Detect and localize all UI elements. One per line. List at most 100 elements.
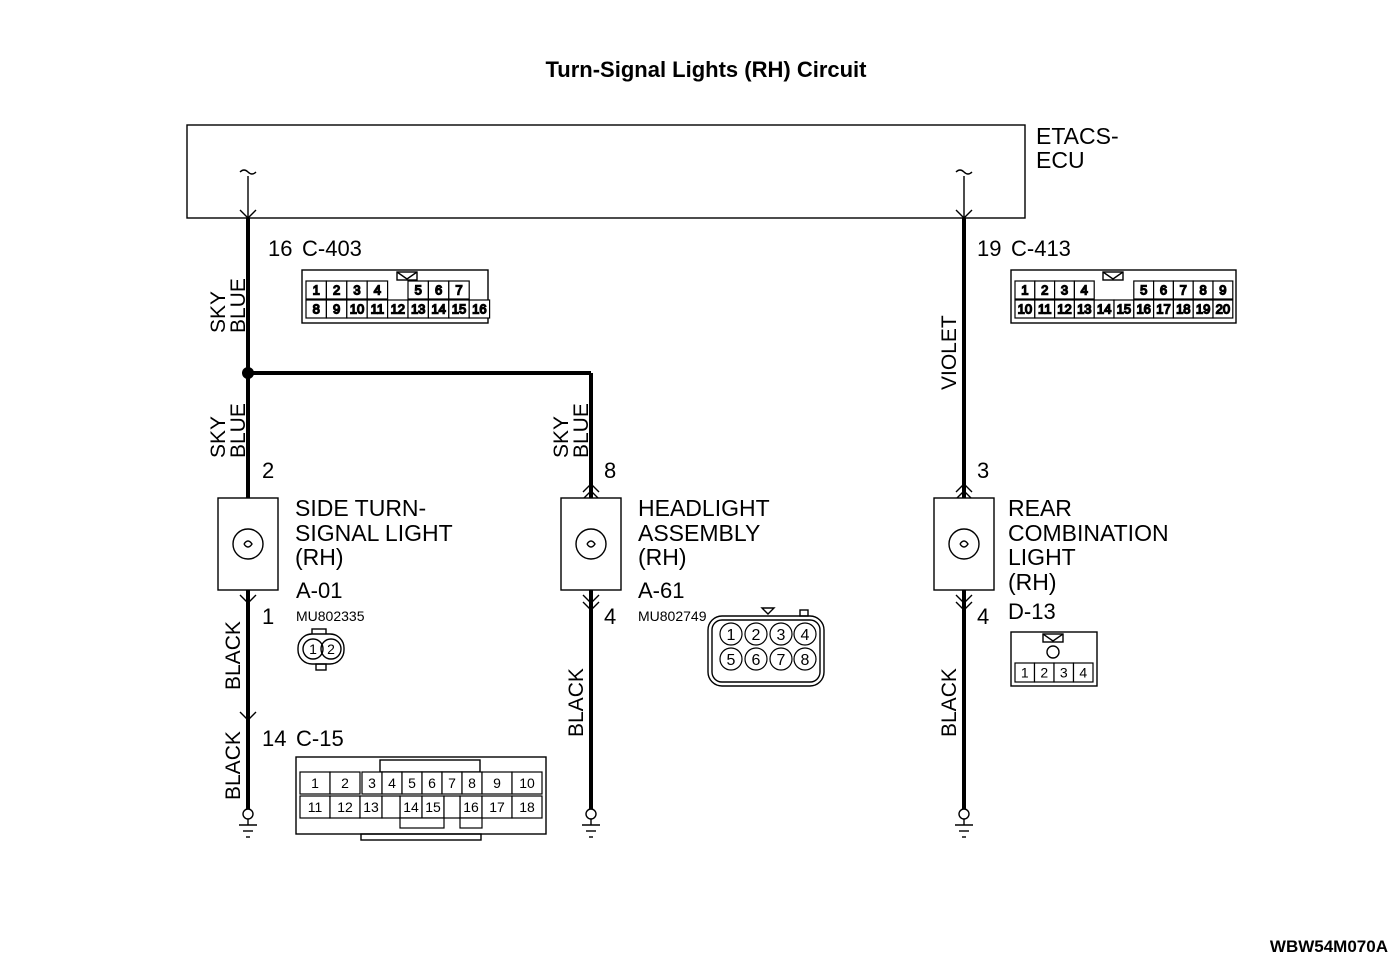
c413-pin-number: 19	[977, 236, 1001, 261]
wire-color-black-1: BLACK	[222, 621, 245, 690]
rear-label-line2: COMBINATION	[1008, 520, 1169, 546]
a61-part-number: MU802749	[638, 608, 707, 624]
c15-pin-18: 18	[519, 799, 535, 815]
c413-pin-19: 19	[1196, 302, 1210, 317]
rear-pin-top: 3	[977, 458, 989, 483]
a61-pin-6: 6	[752, 652, 761, 669]
c403-pin-15: 15	[452, 302, 466, 317]
c15-pin-6: 6	[428, 775, 436, 791]
c413-pin-4: 4	[1081, 283, 1088, 298]
side-label-line1: SIDE TURN-	[295, 495, 426, 521]
c15-pin-3: 3	[368, 775, 376, 791]
c413-pin-5: 5	[1140, 283, 1147, 298]
c413-pin-3: 3	[1061, 283, 1068, 298]
a61-pin-8: 8	[801, 652, 810, 669]
side-pin-bottom: 1	[262, 604, 274, 629]
a01-part-number: MU802335	[296, 608, 365, 624]
a61-pin-1: 1	[727, 627, 736, 644]
head-label-line1: HEADLIGHT	[638, 495, 770, 521]
c15-pin-16: 16	[463, 799, 479, 815]
diagram-title: Turn-Signal Lights (RH) Circuit	[545, 57, 867, 82]
c15-pin-2: 2	[341, 775, 349, 791]
head-pin-bottom: 4	[604, 604, 616, 629]
c403-pin-4: 4	[374, 283, 381, 298]
wire-color-black-2: BLACK	[222, 731, 245, 800]
c403-pin-5: 5	[415, 283, 422, 298]
wire-color-blue-2: BLUE	[227, 403, 250, 458]
c15-pin-10: 10	[519, 775, 535, 791]
c15-pin-9: 9	[493, 775, 501, 791]
c413-id: C-413	[1011, 236, 1071, 261]
d13-pin-3: 3	[1060, 665, 1068, 681]
wire-color-black-4: BLACK	[938, 668, 961, 737]
c413-pin-8: 8	[1199, 283, 1206, 298]
wire-color-violet: VIOLET	[938, 315, 961, 390]
wire-color-black-3: BLACK	[565, 668, 588, 737]
d13-id: D-13	[1008, 599, 1056, 624]
c403-pin-12: 12	[391, 302, 405, 317]
a61-pin-4: 4	[801, 627, 810, 644]
wire-color-blue-3: BLUE	[570, 403, 593, 458]
a61-pin-7: 7	[777, 652, 786, 669]
c15-pin-1: 1	[311, 775, 319, 791]
c413-pin-14: 14	[1097, 302, 1111, 317]
side-label-line2: SIGNAL LIGHT	[295, 520, 453, 546]
c15-pin-4: 4	[388, 775, 396, 791]
rear-label-line1: REAR	[1008, 495, 1072, 521]
side-turn-signal-light: 2 1 SIDE TURN- SIGNAL LIGHT (RH) A-01 MU…	[217, 458, 453, 671]
wire-color-sky-3: SKY	[550, 416, 573, 458]
side-label-line3: (RH)	[295, 544, 344, 570]
wire-left	[242, 218, 591, 810]
c403-pin-10: 10	[350, 302, 364, 317]
c15-pin-13: 13	[363, 799, 379, 815]
a61-pin-2: 2	[752, 627, 761, 644]
c403-pin-7: 7	[455, 283, 462, 298]
ecu-box: ETACS- ECU	[186, 123, 1119, 219]
c413-pin-2: 2	[1041, 283, 1048, 298]
a01-id: A-01	[296, 578, 342, 603]
a61-id: A-61	[638, 578, 684, 603]
c413-pin-1: 1	[1021, 283, 1028, 298]
c403-pin-11: 11	[371, 302, 385, 317]
c403-id: C-403	[302, 236, 362, 261]
ground-symbols	[239, 808, 973, 838]
c413-pin-13: 13	[1077, 302, 1091, 317]
a01-pin-2: 2	[327, 641, 335, 657]
rear-label-line4: (RH)	[1008, 569, 1057, 595]
d13-pin-2: 2	[1040, 665, 1048, 681]
c413-pin-6: 6	[1160, 283, 1167, 298]
c15-pin-11: 11	[308, 799, 323, 815]
c403-pin-6: 6	[435, 283, 442, 298]
a61-pin-5: 5	[727, 652, 736, 669]
c15-pin-12: 12	[337, 799, 353, 815]
drawing-code: WBW54M070A	[1270, 937, 1388, 956]
c413-pin-15: 15	[1117, 302, 1131, 317]
c15-id: C-15	[296, 726, 344, 751]
head-pin-top: 8	[604, 458, 616, 483]
c403-pin-9: 9	[333, 302, 340, 317]
c15-pin-14: 14	[403, 799, 419, 815]
c413-pin-12: 12	[1057, 302, 1071, 317]
c15-pin-8: 8	[468, 775, 476, 791]
c15-pin-5: 5	[408, 775, 416, 791]
c413-pin-18: 18	[1176, 302, 1190, 317]
c15-pin-number: 14	[262, 726, 286, 751]
c403-pin-1: 1	[313, 283, 320, 298]
c413-pin-16: 16	[1136, 302, 1150, 317]
c403-pin-8: 8	[313, 302, 320, 317]
c403-pin-14: 14	[431, 302, 445, 317]
c413-pin-10: 10	[1018, 302, 1032, 317]
c413-pin-9: 9	[1219, 283, 1226, 298]
c403-pin-3: 3	[353, 283, 360, 298]
rear-label-line3: LIGHT	[1008, 544, 1076, 570]
c413-pin-7: 7	[1180, 283, 1187, 298]
ecu-label-line1: ETACS-	[1036, 123, 1119, 149]
c403-pin-13: 13	[411, 302, 425, 317]
c403-pin-number: 16	[268, 236, 292, 261]
wire-color-sky-2: SKY	[207, 416, 230, 458]
